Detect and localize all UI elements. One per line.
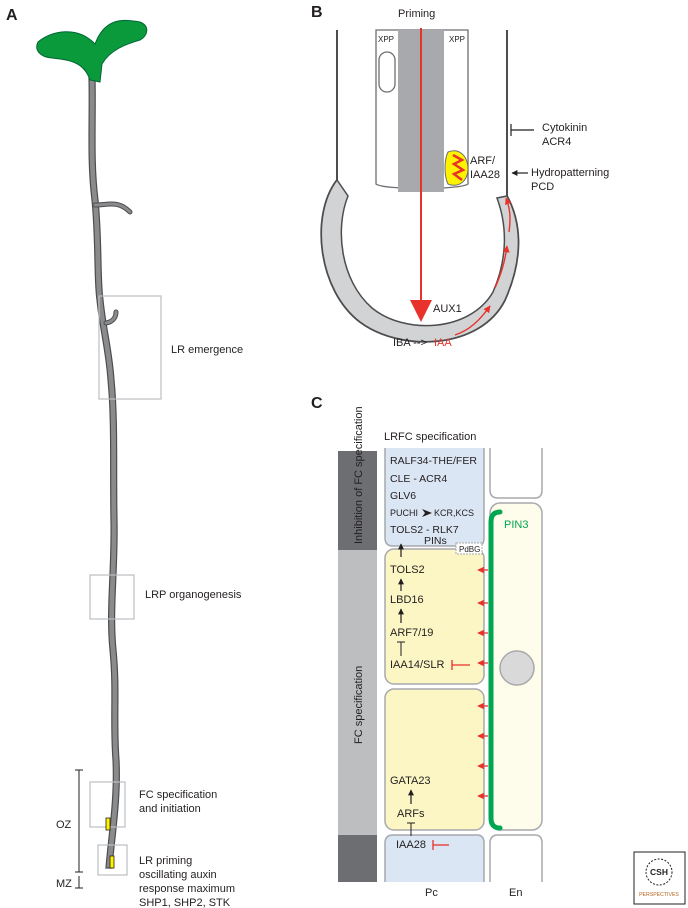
fc-marker [105,817,111,831]
pdbg-box [455,542,483,555]
lrp-organogenesis-box [89,574,135,620]
priming-label: Priming [398,8,435,20]
panel-c-label: C [311,395,323,412]
inhibition-bar-label: Inhibition of FC specification [353,406,365,544]
lr-priming-label-2: oscillating auxin [139,869,217,881]
inhibition-bar [338,451,377,550]
xpp-left-label: XPP [378,35,394,44]
fc-specification-label-1: FC specification [139,789,217,801]
arfs-label: ARFs [397,808,425,820]
lrp-organogenesis-label: LRP organogenesis [145,589,242,601]
primary-root [88,77,120,869]
iaa28-c-label: IAA28 [396,839,426,851]
pericycle-cell-upper [384,548,485,685]
glv6-label: GLV6 [390,490,416,502]
acr4-label: ACR4 [542,136,571,148]
pdbg-label: PdBG [459,545,480,554]
iaa14-label: IAA14/SLR [390,659,444,671]
lrfc-title: LRFC specification [384,431,476,443]
auxin-transport-arrowhead [410,300,432,322]
pericycle-cell-top [384,448,485,547]
ralf-label: RALF34-THE/FER [390,455,477,467]
pericycle-cell-bottom [384,834,485,882]
en-label: En [509,887,522,899]
lr-priming-label-4: SHP1, SHP2, STK [139,897,231,908]
auxin-influx-arrows [477,566,488,800]
arf-label: ARF/ [470,155,496,167]
lr-priming-label-1: LR priming [139,855,192,867]
arf719-label: ARF7/19 [390,627,433,639]
mz-label: MZ [56,878,72,890]
kcr-label: KCR,KCS [434,508,474,518]
fc-bar-label: FC specification [353,666,365,744]
hydropatterning-label: Hydropatterning [531,167,609,179]
reflux-arrow-1 [454,305,491,336]
lr-priming-box [97,844,128,876]
pc-label: Pc [425,887,438,899]
xpp-right-label: XPP [449,35,465,44]
puchi-label: PUCHI [390,508,418,518]
lr-emergence-box [98,295,162,400]
iaa28-label: IAA28 [470,169,500,181]
csh-perspectives-logo: CSH PERSPECTIVES [633,851,686,905]
panel-b-label: B [311,4,323,21]
lr-priming-label-3: response maximum [139,883,235,895]
pin3-membrane [488,509,503,831]
panel-a-label: A [6,7,18,24]
pcd-label: PCD [531,181,554,193]
panel-c: C LRFC specification Inhibition of FC sp… [311,395,543,899]
root-cap [320,178,520,343]
cytokinin-label: Cytokinin [542,122,587,134]
pins-label: PINs [424,535,447,547]
panel-b: B Priming XPP XPP ARF/ IAA28 AUX1 IBA --… [311,4,609,349]
svg-text:PERSPECTIVES: PERSPECTIVES [639,892,679,898]
auxin-response-zigzag [451,153,466,181]
xpp-cell [378,51,396,93]
reflux-arrow-2 [494,245,510,289]
pin3-label: PIN3 [504,519,528,531]
puchi-arrowhead [422,509,432,517]
iaa-label: IAA [434,337,452,349]
cotyledons [36,19,148,83]
tols2-label: TOLS2 [390,564,425,576]
cle-label: CLE - ACR4 [390,473,447,485]
aux1-label: AUX1 [433,303,462,315]
gata23-label: GATA23 [390,775,431,787]
priming-marker [109,855,115,869]
lbd16-label: LBD16 [390,594,424,606]
svg-text:CSH: CSH [650,867,668,877]
tols2-rlk7-label: TOLS2 - RLK7 [390,524,459,536]
endodermis-cell-top [489,448,543,499]
fc-specification-label-2: and initiation [139,803,201,815]
lr-emergence-label: LR emergence [171,344,243,356]
fc-specification-bar [338,550,377,835]
lower-bar [338,835,377,882]
oz-label: OZ [56,819,72,831]
endodermis-cell-bottom [489,834,543,882]
panel-a: A LR emergence LRP organogenesis FC spec… [6,7,243,908]
iba-label: IBA --> [393,337,427,349]
nucleus [499,650,535,686]
reflux-arrow-3 [505,197,512,233]
